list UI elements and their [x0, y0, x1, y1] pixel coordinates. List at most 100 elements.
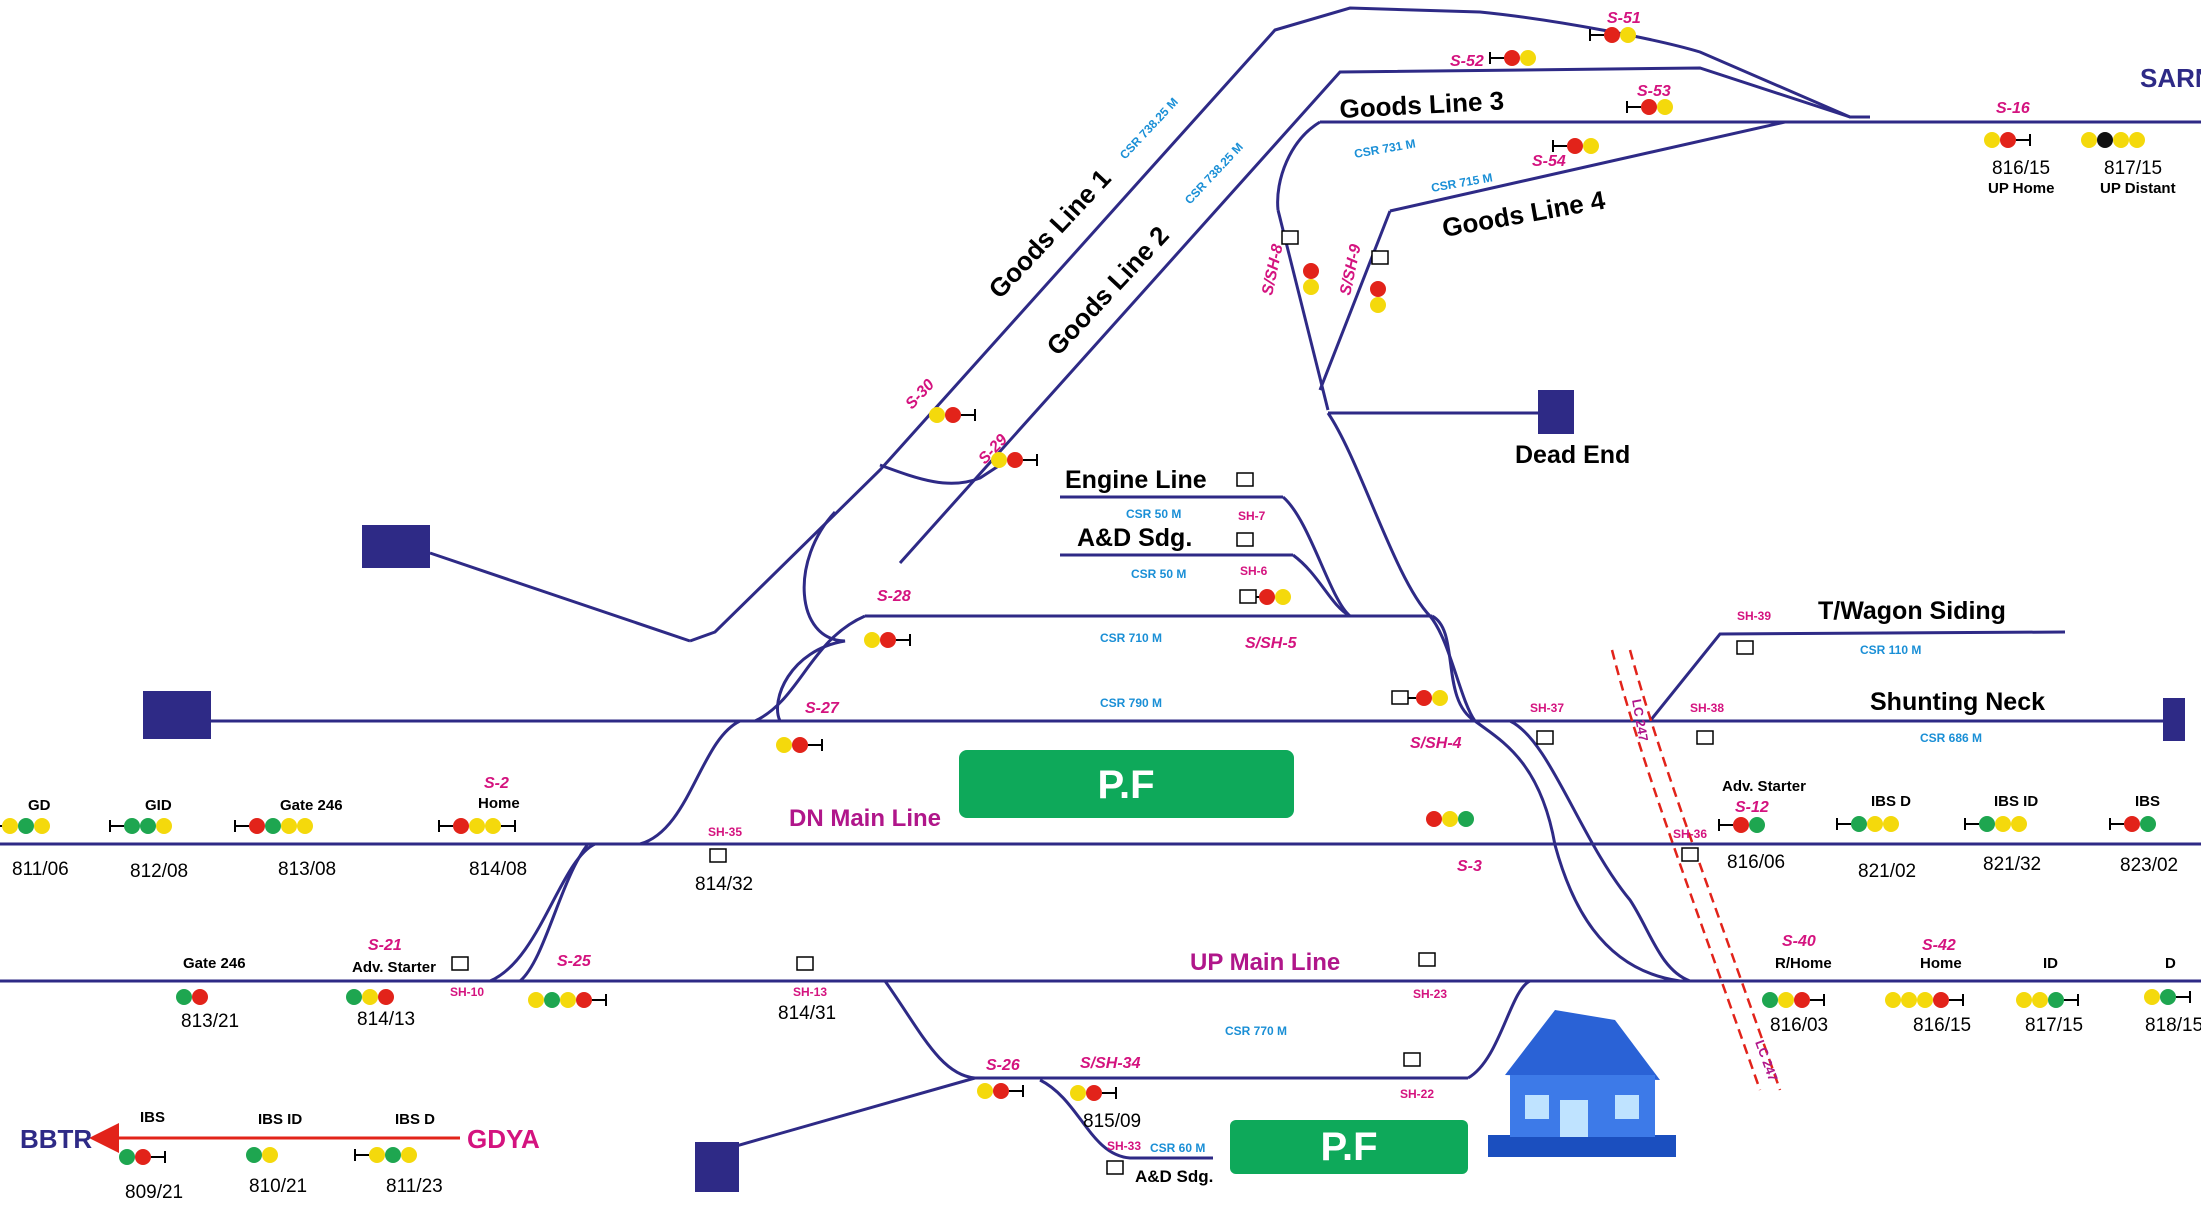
signal-lamp [2011, 816, 2027, 832]
shunt-signal-icon [1236, 472, 1254, 487]
signal-post [1023, 454, 1038, 466]
engine-line-curve [1281, 495, 1352, 618]
signal-lamp [1504, 50, 1520, 66]
signal-lamp [1885, 992, 1901, 1008]
signal-s12-label: S-12 [1735, 799, 1769, 816]
signal-ibsid-dn [1964, 816, 2027, 832]
signal-lamp [1749, 817, 1765, 833]
up-block-num-id: 817/15 [2025, 1015, 2083, 1036]
signal-post [1009, 1085, 1024, 1097]
signal-lamp [2129, 132, 2145, 148]
signal-lamp [792, 737, 808, 753]
signal-post [354, 1149, 369, 1161]
signal-lamp [1426, 811, 1442, 827]
dead-end-block-s27 [143, 691, 211, 739]
signal-post [2176, 991, 2191, 1003]
shunt-signal-icon [1239, 589, 1257, 604]
shunt-signal-icon [1681, 847, 1699, 862]
shunt-signal-icon [1403, 1052, 1421, 1067]
signal-lamp [249, 818, 265, 834]
left-deadend-track [429, 551, 691, 643]
csr-ad-bottom: CSR 60 M [1150, 1141, 1205, 1155]
signal-up-distant [2081, 132, 2145, 148]
signal-lamp [265, 818, 281, 834]
signal-ssh5-label: S/SH-5 [1245, 635, 1298, 652]
signal-lamp [1995, 816, 2011, 832]
shunt-sh37-label: SH-37 [1530, 701, 1564, 715]
signal-lamp [297, 818, 313, 834]
signal-lamp [469, 818, 485, 834]
signal-lamp [192, 989, 208, 1005]
signal-lamp [1442, 811, 1458, 827]
signal-lamp [864, 632, 880, 648]
signal-home-dn [438, 818, 516, 834]
dn-block-num-home: 814/08 [469, 859, 527, 880]
up-block-num-adv-starter: 814/13 [357, 1009, 415, 1030]
signal-lamp [1620, 27, 1636, 43]
dn-block-label-home: Home [478, 795, 520, 812]
signal-s3-label: S-3 [1457, 858, 1482, 875]
shunt-signal-icon [709, 848, 727, 863]
siding-labels: Engine Line A&D Sdg. Dead End T/Wagon Si… [1065, 441, 2045, 1186]
top-right-labels: 816/15 UP Home 817/15 UP Distant [1988, 158, 2176, 197]
gl3-curve [1276, 120, 1321, 211]
top-right-label-up-home: UP Home [1988, 180, 2054, 197]
dn-main-line-label: DN Main Line [789, 805, 941, 832]
up-block-label-home: Home [1920, 955, 1962, 972]
signal-lamp [1851, 816, 1867, 832]
signal-lamp [993, 1083, 1009, 1099]
dn-block-num-gate246: 813/08 [278, 859, 336, 880]
signal-ssh4-label: S/SH-4 [1410, 735, 1462, 752]
shunt-icons [451, 230, 1754, 1175]
up-block-label-id: ID [2043, 955, 2058, 972]
twagon-siding-label: T/Wagon Siding [1818, 597, 2006, 625]
signal-lamp [2144, 989, 2160, 1005]
signal-lamp [1657, 99, 1673, 115]
csr-twagon: CSR 110 M [1860, 643, 1921, 657]
signal-s40-label: S-40 [1782, 933, 1816, 950]
signal-lamp [1901, 992, 1917, 1008]
signal-lamp [1070, 1085, 1086, 1101]
shunt-sh23-label: SH-23 [1413, 987, 1447, 1001]
crossover-dn-up [518, 843, 590, 983]
dn-block-num-adv-starter: 816/06 [1727, 852, 1785, 873]
signal-s51 [1589, 27, 1636, 43]
signal-lamp [1883, 816, 1899, 832]
main-line-labels: DN Main Line UP Main Line [789, 805, 1340, 976]
signal-lamps [0, 27, 2191, 1165]
bottom-block-label-ibsid: IBS ID [258, 1111, 302, 1128]
signal-lamp [977, 1083, 993, 1099]
signal-lamp [544, 992, 560, 1008]
platform-1 [959, 750, 1294, 818]
signal-lamp [945, 407, 961, 423]
csr-s27: CSR 790 M [1100, 696, 1162, 710]
shunt-sh6-label: SH-6 [1240, 564, 1268, 578]
signal-lamp [1370, 281, 1386, 297]
dn-block-num-gid: 812/08 [130, 861, 188, 882]
station-labels: BBTR GDYA SARN [20, 63, 2201, 1154]
station-building-icon [1488, 1010, 1676, 1157]
signal-lamp [346, 989, 362, 1005]
shunt-sh7-label: SH-7 [1238, 509, 1266, 523]
signal-post [2109, 818, 2124, 830]
signal-post [109, 820, 124, 832]
signal-lamp [1933, 992, 1949, 1008]
dn-block-label-ibsd: IBS D [1871, 793, 1911, 810]
signal-s52 [1489, 50, 1536, 66]
csr-gl3: CSR 731 M [1353, 136, 1417, 161]
csr-gl1: CSR 738.25 M [1117, 95, 1181, 162]
signal-lamp [246, 1147, 262, 1163]
up-block-labels: Gate 246 813/21 Adv. Starter 814/13 814/… [181, 955, 2201, 1036]
signal-post [896, 634, 911, 646]
gl1-gl2-connector [879, 463, 1001, 485]
signal-ssh8 [1303, 263, 1319, 295]
platform-2-label: P.F [1320, 1125, 1377, 1169]
goods-line-3-label: Goods Line 3 [1339, 85, 1505, 124]
signal-lamp [1567, 138, 1583, 154]
station-bbtr: BBTR [20, 1124, 92, 1154]
signal-s16 [1984, 132, 2031, 148]
signal-post [1949, 994, 1964, 1006]
dn-block-label-ibsid: IBS ID [1994, 793, 2038, 810]
signal-post [151, 1151, 166, 1163]
